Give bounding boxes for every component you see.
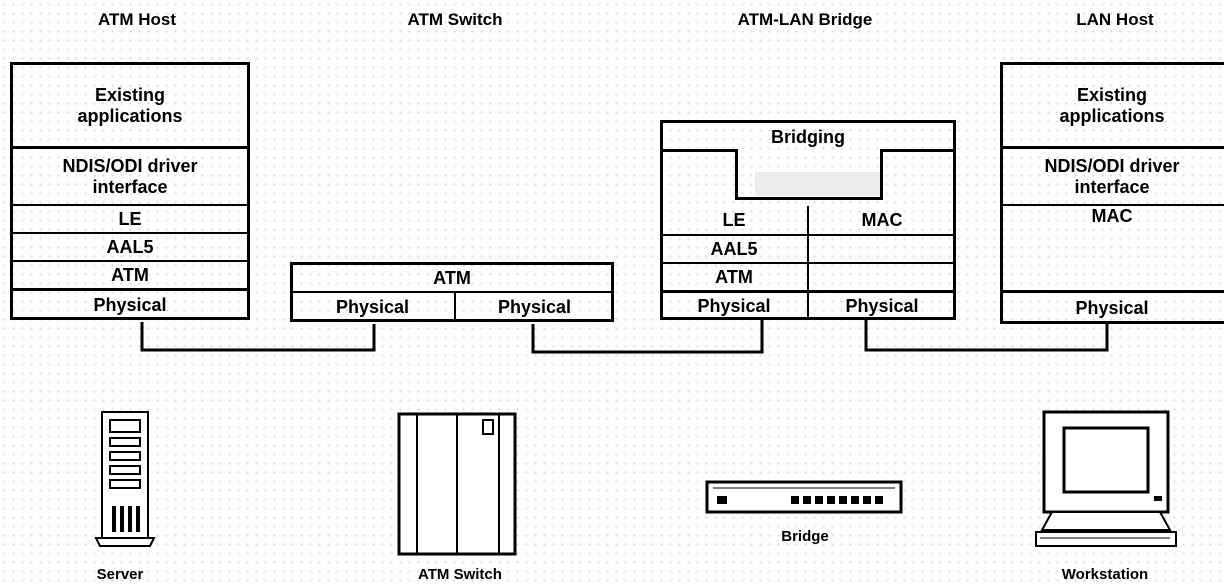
server-label: Server (80, 566, 160, 583)
workstation-label: Workstation (1045, 566, 1165, 583)
workstation-icon (1030, 408, 1180, 558)
link-bridge-to-lanhost (866, 320, 1107, 350)
link-host-to-switch (142, 322, 374, 350)
bridge-icon (705, 478, 905, 518)
atm-switch-icon (395, 412, 525, 562)
server-icon (90, 410, 170, 560)
link-switch-to-bridge (533, 320, 762, 352)
bridge-label: Bridge (760, 528, 850, 545)
atm-switch-label: ATM Switch (395, 566, 525, 583)
